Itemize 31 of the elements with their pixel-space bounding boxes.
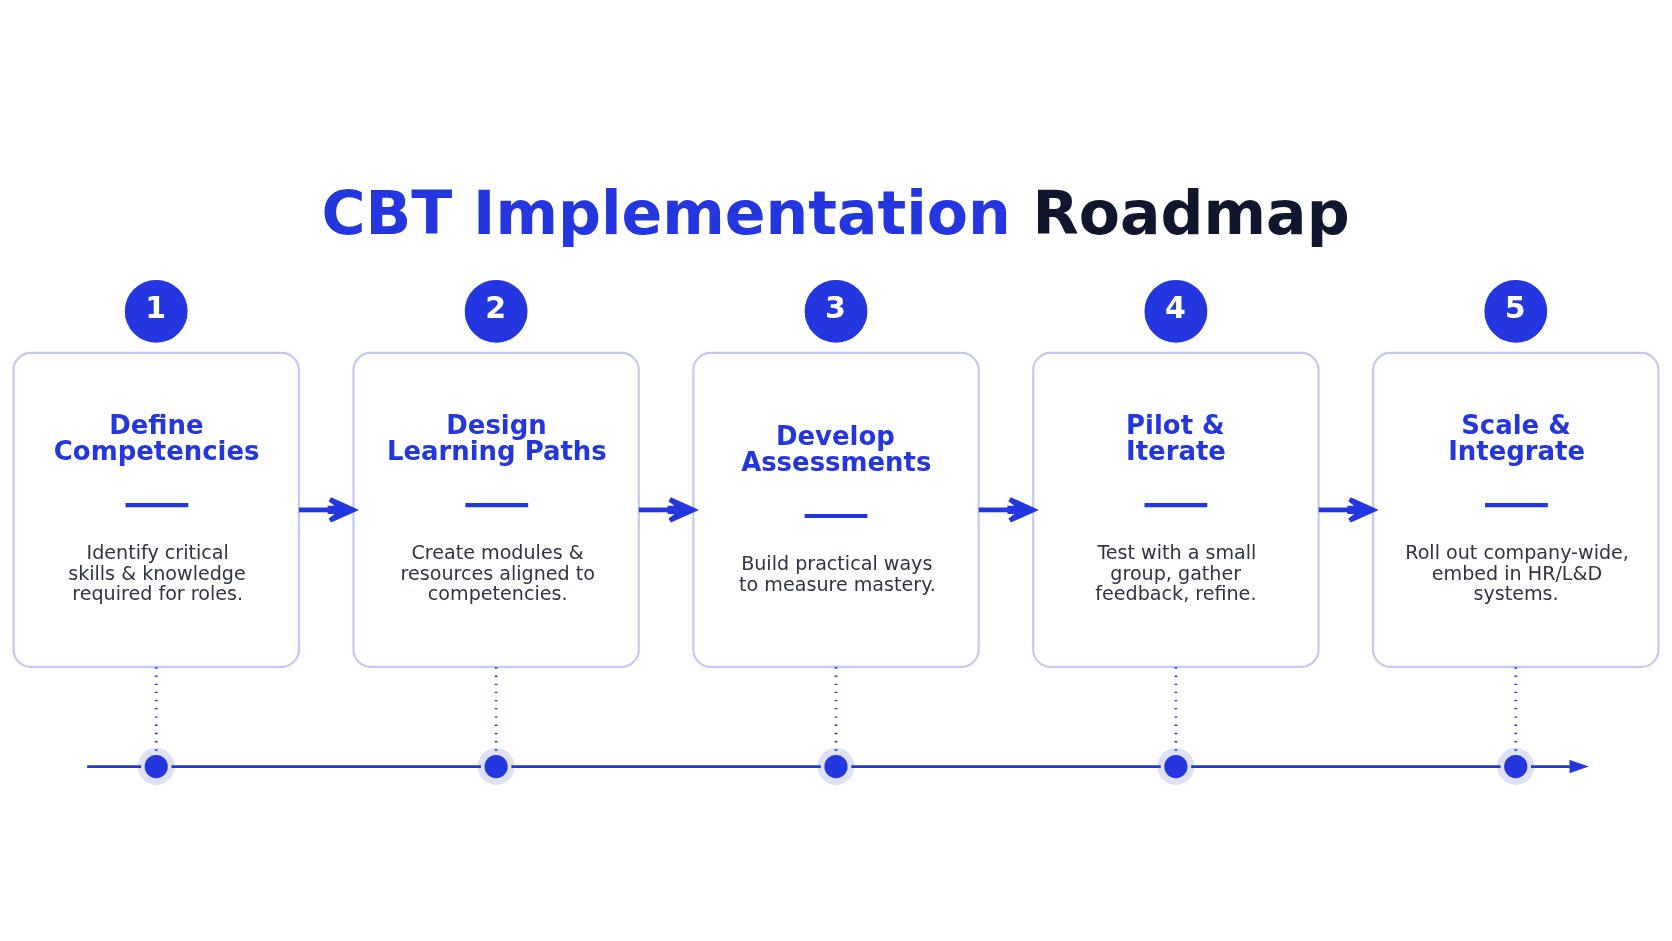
node-box: Develop Assessments Build practical ways to measure mastery. xyxy=(692,351,980,668)
node-circle: 2 xyxy=(464,279,528,343)
node-circle: 1 xyxy=(124,279,188,343)
connector xyxy=(511,764,821,768)
node-box: Scale & Integrate Roll out company-wide, embed in HR/L&D systems. xyxy=(1372,351,1660,668)
arrow xyxy=(298,496,356,523)
connector xyxy=(1514,666,1518,751)
node-circle xyxy=(137,747,175,785)
connector xyxy=(87,764,142,768)
connector xyxy=(154,666,158,751)
node-circle: 4 xyxy=(1144,279,1208,343)
node-circle: 5 xyxy=(1484,279,1548,343)
connector xyxy=(171,764,481,768)
node-circle xyxy=(817,747,855,785)
node-circle xyxy=(1497,747,1535,785)
node-circle xyxy=(1157,747,1195,785)
node-box: Design Learning Paths Create modules & resources aligned to competencies. xyxy=(352,351,640,668)
arrow xyxy=(638,496,696,523)
diagram-title: CBT Implementation Roadmap xyxy=(321,177,1350,248)
connector xyxy=(494,666,498,751)
connector xyxy=(1174,666,1178,751)
node-box: Define Competencies Identify critical skills & knowledge required for roles. xyxy=(12,351,300,668)
connector xyxy=(1191,764,1501,768)
arrow xyxy=(1318,496,1376,523)
arrow xyxy=(978,496,1036,523)
arrow xyxy=(1531,759,1589,773)
node-box: Pilot & Iterate Test with a small group, gather feedback, refine. xyxy=(1032,351,1320,668)
node-circle: 3 xyxy=(804,279,868,343)
connector xyxy=(851,764,1161,768)
node-circle xyxy=(477,747,515,785)
connector xyxy=(834,666,838,751)
